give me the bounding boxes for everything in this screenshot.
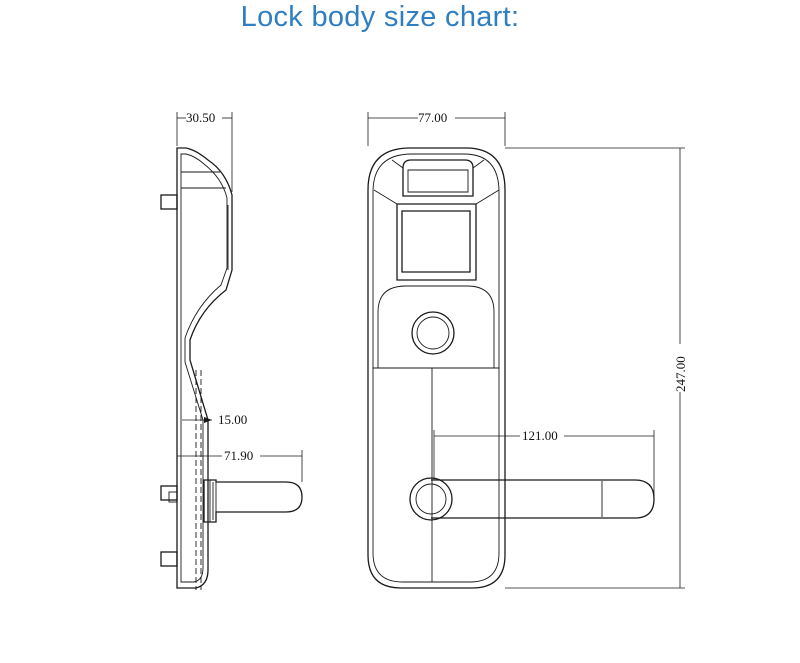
dimension-side-thickness: 30.50 bbox=[186, 110, 215, 125]
side-view: 30.50 15.00 71.90 bbox=[160, 110, 303, 590]
dimension-front-width: 77.00 bbox=[418, 110, 447, 125]
page-title: Lock body size chart: bbox=[240, 1, 520, 33]
front-view: 77.00 247.00 121.00 bbox=[367, 110, 688, 589]
dimension-side-handle-projection: 71.90 bbox=[224, 448, 253, 463]
dimension-handle-length: 121.00 bbox=[522, 428, 558, 443]
dimension-front-height: 247.00 bbox=[673, 356, 688, 392]
dimension-side-offset: 15.00 bbox=[218, 412, 247, 427]
